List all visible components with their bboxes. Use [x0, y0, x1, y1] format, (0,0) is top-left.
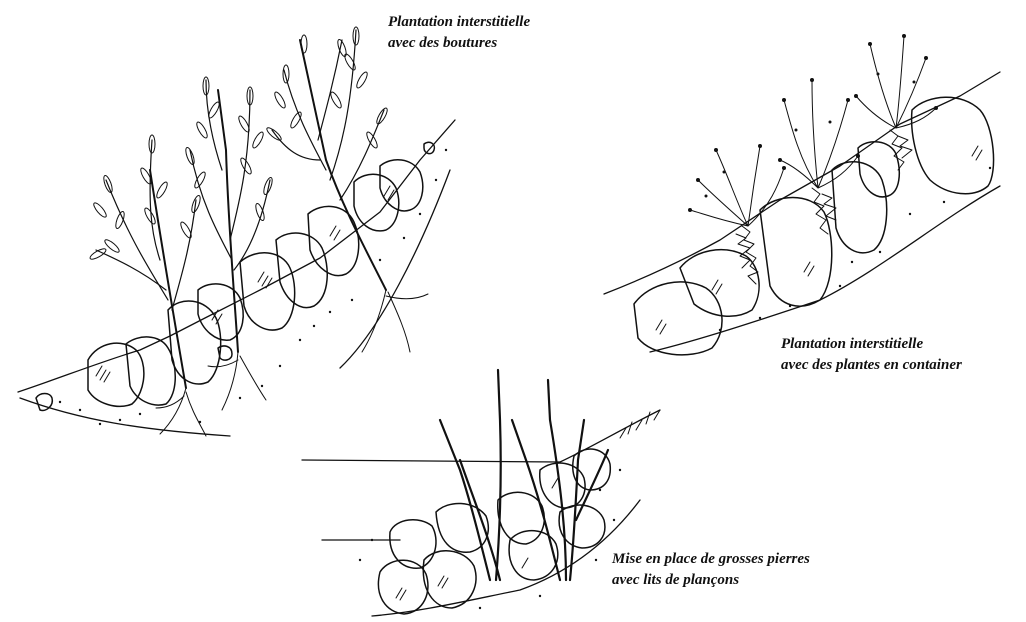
caption-container: Plantation interstitielle avec des plant… — [781, 334, 962, 376]
stone — [858, 142, 899, 197]
leaves — [89, 27, 389, 261]
caption-cuttings: Plantation interstitielle avec des boutu… — [388, 12, 530, 54]
figure-cuttings-drawing — [18, 27, 455, 436]
figure-boulders-drawing — [302, 370, 660, 616]
caption-line: avec des plantes en container — [781, 355, 962, 376]
caption-line: Plantation interstitielle — [781, 334, 962, 355]
stone-small — [36, 394, 52, 411]
shrub-twigs — [690, 36, 936, 226]
stone — [354, 174, 399, 231]
stone-hatching — [656, 146, 982, 334]
boulder-pile — [378, 449, 610, 614]
caption-line: Mise en place de grosses pierres — [612, 549, 810, 570]
stone — [168, 301, 221, 384]
stem — [300, 40, 386, 290]
caption-line: Plantation interstitielle — [388, 12, 530, 33]
stone — [760, 198, 832, 307]
boulder — [559, 505, 605, 548]
stone — [308, 206, 359, 275]
boulder — [509, 531, 558, 580]
stone — [634, 282, 722, 355]
stone — [276, 233, 327, 308]
boulder — [498, 492, 544, 544]
caption-line: avec lits de plançons — [612, 570, 810, 591]
soil-speckles — [59, 149, 447, 425]
stone — [832, 162, 887, 253]
root-ball — [890, 130, 904, 170]
soil-speckles — [359, 469, 621, 609]
stone — [240, 253, 295, 330]
soil-bottom-line — [650, 186, 1000, 352]
stone-small — [424, 142, 434, 153]
root-ball — [736, 234, 750, 268]
bank-vegetation — [620, 410, 660, 438]
caption-boulders: Mise en place de grosses pierres avec li… — [612, 549, 810, 591]
root-ball — [812, 188, 828, 234]
bank-base-line — [372, 500, 640, 616]
water-line — [302, 460, 560, 462]
stone — [912, 97, 994, 193]
slope-line — [604, 72, 1000, 294]
caption-line: avec des boutures — [388, 33, 530, 54]
figure-container-drawing — [604, 34, 1000, 355]
soil-back-line — [340, 170, 450, 368]
